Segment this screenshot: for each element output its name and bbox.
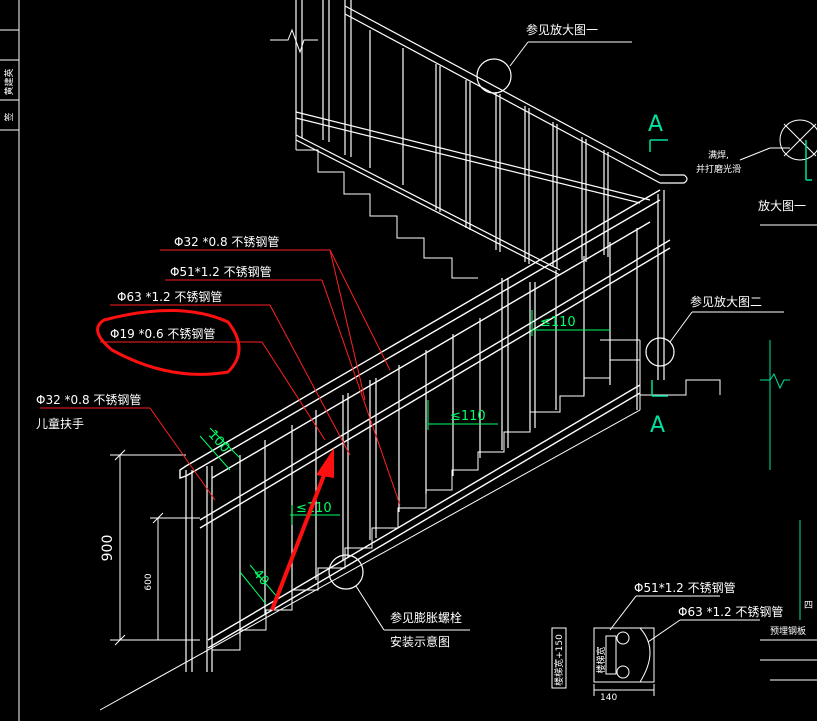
detail-circle-bolt bbox=[328, 554, 470, 631]
label-detail-1-ref: 参见放大图一 bbox=[526, 22, 598, 37]
right-cyan-lines bbox=[760, 340, 801, 620]
label-child-rail: 儿童扶手 bbox=[36, 416, 84, 431]
label-bolt-1: 参见膨胀螺栓 bbox=[390, 610, 462, 625]
lower-flight-handrails bbox=[179, 189, 671, 649]
left-title-strip bbox=[0, 0, 20, 721]
upper-flight-balusters bbox=[295, 0, 609, 268]
detail-1-green bbox=[805, 140, 812, 181]
label-child-tube: Φ32 *0.8 不锈钢管 bbox=[36, 392, 141, 407]
label-detail-1-title: 放大图一 bbox=[758, 198, 806, 213]
label-det-tube-51: Φ51*1.2 不锈钢管 bbox=[634, 580, 736, 595]
label-tube-63: Φ63 *1.2 不锈钢管 bbox=[117, 289, 222, 304]
detail-1-drawing bbox=[739, 119, 817, 226]
detail-circle-1 bbox=[476, 41, 632, 94]
section-mark-box bbox=[551, 627, 567, 689]
upper-flight-handrail bbox=[295, 5, 688, 276]
pointer-arrow bbox=[270, 448, 334, 611]
dim-gap-2: ≤110 bbox=[450, 409, 486, 424]
label-weld-2: 并打磨光滑 bbox=[696, 163, 741, 175]
det-vertical-2: 楼梯宽 bbox=[595, 646, 607, 673]
section-mark-top bbox=[649, 139, 668, 152]
det-vertical-1: 楼梯宽+150 bbox=[553, 634, 565, 686]
dim-gap-1: ≤110 bbox=[296, 501, 332, 516]
dim-40: 40 bbox=[249, 566, 271, 588]
section-a-bottom: A bbox=[650, 413, 665, 438]
label-tube-32: Φ32 *0.8 不锈钢管 bbox=[174, 234, 279, 249]
green-dimension-lines bbox=[199, 310, 610, 605]
left-strip-sign: 签 bbox=[3, 112, 15, 121]
dim-140: 140 bbox=[600, 693, 617, 703]
leader-lines bbox=[40, 249, 401, 506]
label-tube-19: Φ19 *0.6 不锈钢管 bbox=[110, 326, 215, 341]
profile-detail bbox=[593, 595, 817, 696]
dim-900: 900 bbox=[100, 535, 116, 562]
lower-flight-posts bbox=[185, 190, 665, 672]
label-det-tube-63: Φ63 *1.2 不锈钢管 bbox=[678, 604, 783, 619]
dimension-height-lines bbox=[110, 449, 200, 646]
lower-flight-steps bbox=[99, 339, 721, 711]
dim-gap-3: ≤110 bbox=[540, 315, 576, 330]
left-strip-name: 黄建英 bbox=[3, 68, 15, 95]
label-detail-2-ref: 参见放大图二 bbox=[690, 294, 762, 309]
dim-600: 600 bbox=[144, 573, 154, 590]
label-tube-51: Φ51*1.2 不锈钢管 bbox=[170, 264, 272, 279]
detail-circle-2 bbox=[645, 311, 784, 367]
section-a-top: A bbox=[648, 112, 663, 137]
section-mark-bottom bbox=[651, 380, 668, 397]
break-line-upper bbox=[270, 28, 318, 54]
highlight-ellipse bbox=[96, 309, 241, 376]
label-embed-plate: 预埋钢板 bbox=[770, 625, 806, 637]
upper-flight-steps bbox=[295, 120, 478, 279]
label-four-partial: 四 bbox=[804, 601, 813, 611]
label-weld-1: 满焊, bbox=[708, 149, 729, 161]
label-bolt-2: 安装示意图 bbox=[390, 634, 450, 649]
